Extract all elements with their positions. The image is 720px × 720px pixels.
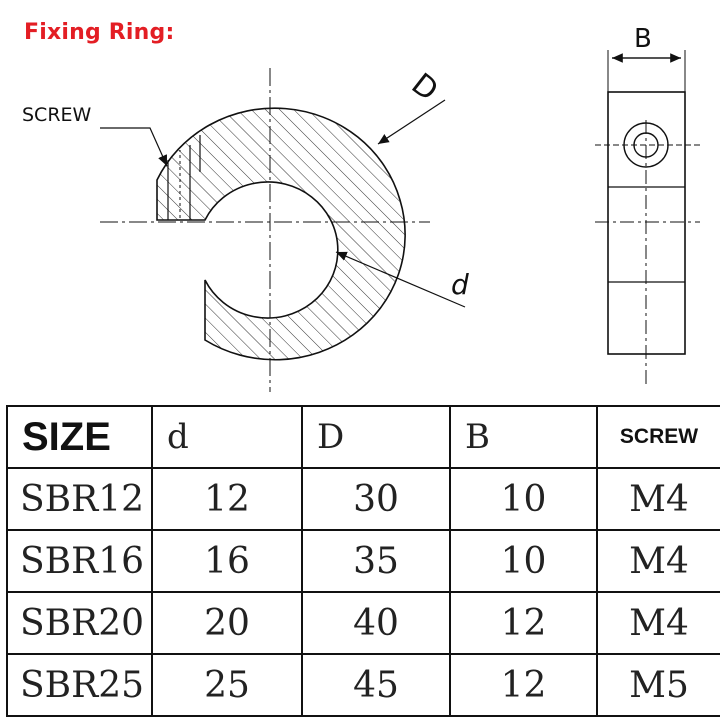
header-inner-diameter: d [151, 405, 303, 469]
cell-size: SBR20 [6, 591, 153, 655]
table-header-row: SIZE d D B SCREW [6, 405, 720, 469]
inner-diameter-leader [335, 251, 466, 308]
ring-section [156, 107, 406, 361]
cell-D: 30 [301, 467, 451, 531]
cell-d: 12 [151, 467, 303, 531]
table-row: SBR16 16 35 10 M4 [6, 529, 720, 593]
cell-B: 12 [449, 591, 598, 655]
cell-D: 45 [301, 653, 451, 717]
cell-size: SBR12 [6, 467, 153, 531]
cell-screw: M5 [596, 653, 720, 717]
header-outer-diameter: D [301, 405, 451, 469]
page-title: Fixing Ring: [24, 20, 175, 45]
cell-d: 20 [151, 591, 303, 655]
cell-screw: M4 [596, 529, 720, 593]
screw-leader [100, 127, 168, 167]
header-width: B [449, 405, 598, 469]
fixing-ring-drawing [100, 50, 700, 392]
cell-B: 10 [449, 529, 598, 593]
spec-table: SIZE d D B SCREW SBR12 12 30 10 M4 SBR16… [6, 405, 720, 717]
cell-size: SBR16 [6, 529, 153, 593]
screw-callout-label: SCREW [22, 104, 92, 126]
cell-d: 25 [151, 653, 303, 717]
side-view [595, 50, 700, 385]
header-screw: SCREW [596, 405, 720, 469]
cell-D: 35 [301, 529, 451, 593]
table-row: SBR25 25 45 12 M5 [6, 653, 720, 717]
cell-d: 16 [151, 529, 303, 593]
header-size: SIZE [6, 405, 153, 469]
cell-screw: M4 [596, 591, 720, 655]
inner-diameter-label: d [451, 268, 469, 301]
cell-size: SBR25 [6, 653, 153, 717]
table-row: SBR20 20 40 12 M4 [6, 591, 720, 655]
cell-screw: M4 [596, 467, 720, 531]
cell-B: 12 [449, 653, 598, 717]
outer-diameter-leader [377, 99, 446, 145]
cell-D: 40 [301, 591, 451, 655]
table-row: SBR12 12 30 10 M4 [6, 467, 720, 531]
width-label: B [634, 24, 652, 54]
cell-B: 10 [449, 467, 598, 531]
